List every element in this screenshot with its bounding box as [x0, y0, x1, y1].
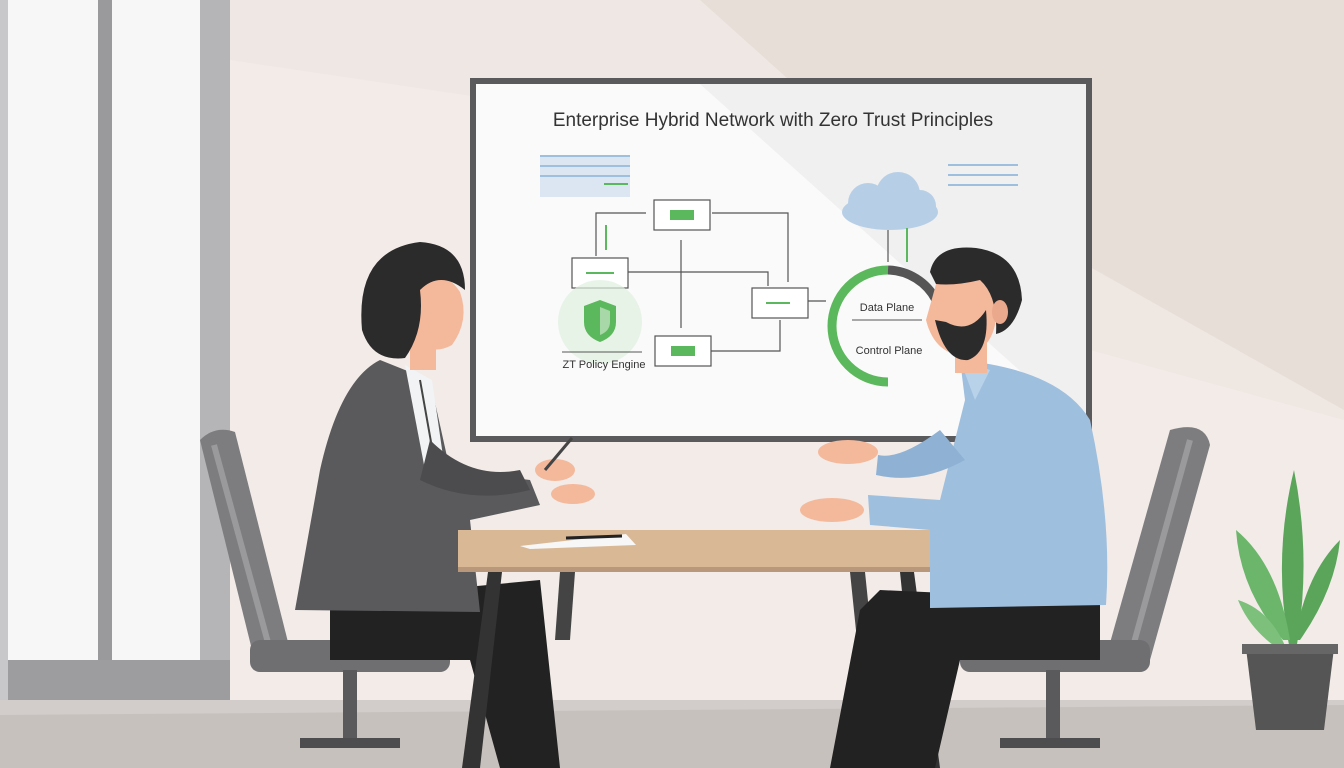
- control-plane-label: Control Plane: [856, 345, 923, 357]
- plant-icon: [1236, 470, 1340, 730]
- man-hand-upper: [818, 440, 878, 464]
- man-legs: [830, 590, 1100, 768]
- board-title: Enterprise Hybrid Network with Zero Trus…: [553, 110, 993, 131]
- node-green-fills: [670, 210, 695, 356]
- green-arrows: [586, 225, 790, 304]
- woman-hair: [361, 242, 465, 359]
- table-pen: [565, 534, 623, 540]
- plane-ring: [827, 265, 940, 387]
- legend-right: [948, 164, 1018, 186]
- data-plane-label: Data Plane: [860, 302, 914, 314]
- plant-pot: [1246, 648, 1334, 730]
- man-hand-lower: [800, 498, 864, 522]
- woman-blazer: [295, 360, 540, 612]
- woman: [295, 242, 595, 768]
- legend-left: [540, 155, 630, 197]
- woman-pen: [543, 437, 574, 471]
- man: [800, 247, 1108, 768]
- man-shirt: [868, 360, 1108, 608]
- woman-hand: [535, 459, 575, 481]
- window: [0, 0, 230, 700]
- man-arm: [876, 430, 965, 478]
- shield-icon: [584, 300, 616, 342]
- floor-shadow: [0, 705, 1344, 768]
- woman-arm: [420, 440, 530, 496]
- man-beard: [935, 310, 987, 361]
- diagram: [571, 199, 826, 367]
- policy-engine-label: ZT Policy Engine: [563, 359, 646, 371]
- woman-legs: [330, 580, 560, 768]
- woman-face: [412, 275, 464, 350]
- cloud-icon: [842, 172, 938, 230]
